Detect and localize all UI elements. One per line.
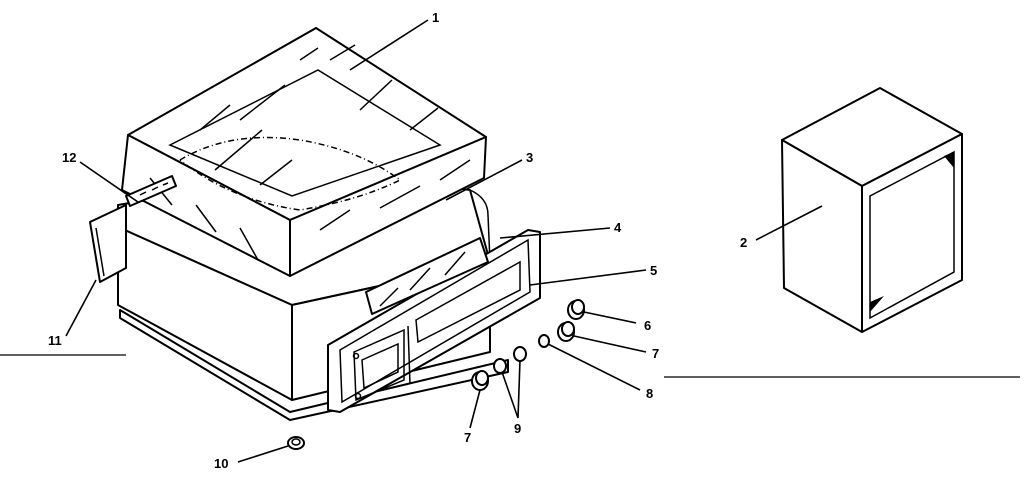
glass-cover xyxy=(121,27,487,277)
leader-8 xyxy=(547,343,641,391)
callout-12: 12 xyxy=(62,150,76,165)
callout-11: 11 xyxy=(48,333,62,348)
callout-5: 5 xyxy=(650,263,657,278)
knob-8 xyxy=(538,334,550,348)
leader-6 xyxy=(583,311,637,324)
callout-2: 2 xyxy=(740,235,747,250)
front-panel-frame xyxy=(327,229,541,413)
callout-8: 8 xyxy=(646,386,653,401)
callout-7-left: 7 xyxy=(464,430,471,445)
knob-6 xyxy=(567,299,585,320)
callout-10: 10 xyxy=(214,456,228,471)
knob-9-a xyxy=(513,346,527,362)
leader-3 xyxy=(445,159,523,201)
leader-9 xyxy=(501,359,521,419)
knob-9-b xyxy=(493,358,507,374)
leader-4 xyxy=(499,227,611,239)
side-cabinet xyxy=(781,87,963,333)
leader-11 xyxy=(65,279,97,337)
leader-1 xyxy=(349,19,429,71)
hinge xyxy=(125,175,177,207)
knob-7-right xyxy=(557,321,575,342)
leader-5 xyxy=(529,269,647,286)
leader-12 xyxy=(79,161,139,203)
leader-2 xyxy=(755,205,823,241)
callout-6: 6 xyxy=(644,318,651,333)
leader-7-left xyxy=(469,389,481,429)
callout-7-right: 7 xyxy=(652,346,659,361)
leader-7-right xyxy=(573,335,647,353)
callout-4: 4 xyxy=(614,220,622,235)
callout-3: 3 xyxy=(526,150,533,165)
callout-9: 9 xyxy=(514,421,521,436)
callout-1: 1 xyxy=(432,10,439,25)
foot-pad xyxy=(287,436,305,450)
knob-7-left xyxy=(471,370,489,391)
leader-10 xyxy=(237,445,289,463)
glass-strip xyxy=(365,237,489,315)
side-panel xyxy=(89,204,127,283)
